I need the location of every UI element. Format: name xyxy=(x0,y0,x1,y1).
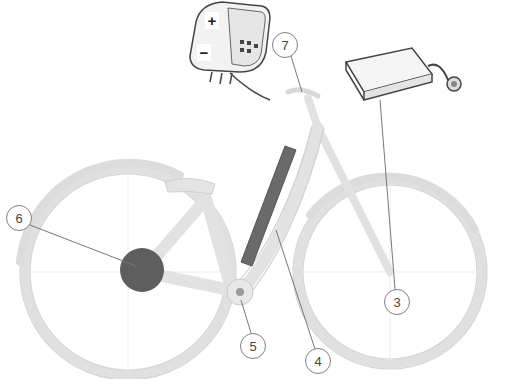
frame-outline xyxy=(234,126,324,298)
down-tube xyxy=(240,128,318,292)
motor-hub xyxy=(236,288,244,296)
leader-lines xyxy=(30,56,395,349)
rear-hub xyxy=(120,248,164,292)
callout-number: 4 xyxy=(305,348,331,374)
handlebar xyxy=(288,90,318,96)
rear-wheel xyxy=(25,169,231,375)
motor xyxy=(227,279,253,305)
frame xyxy=(143,98,390,292)
callout-number: 6 xyxy=(6,205,32,231)
button-symbol: − xyxy=(197,44,211,61)
seat-tube xyxy=(205,195,232,292)
callout-number: 5 xyxy=(240,333,266,359)
callout-number: 7 xyxy=(272,32,298,58)
callout-number: 3 xyxy=(384,289,410,315)
battery xyxy=(241,146,296,266)
saddle xyxy=(165,178,215,194)
fork xyxy=(318,128,390,272)
charger xyxy=(346,48,461,100)
display-remote xyxy=(190,2,270,100)
button-symbol: + xyxy=(205,12,219,29)
stem xyxy=(308,98,318,128)
